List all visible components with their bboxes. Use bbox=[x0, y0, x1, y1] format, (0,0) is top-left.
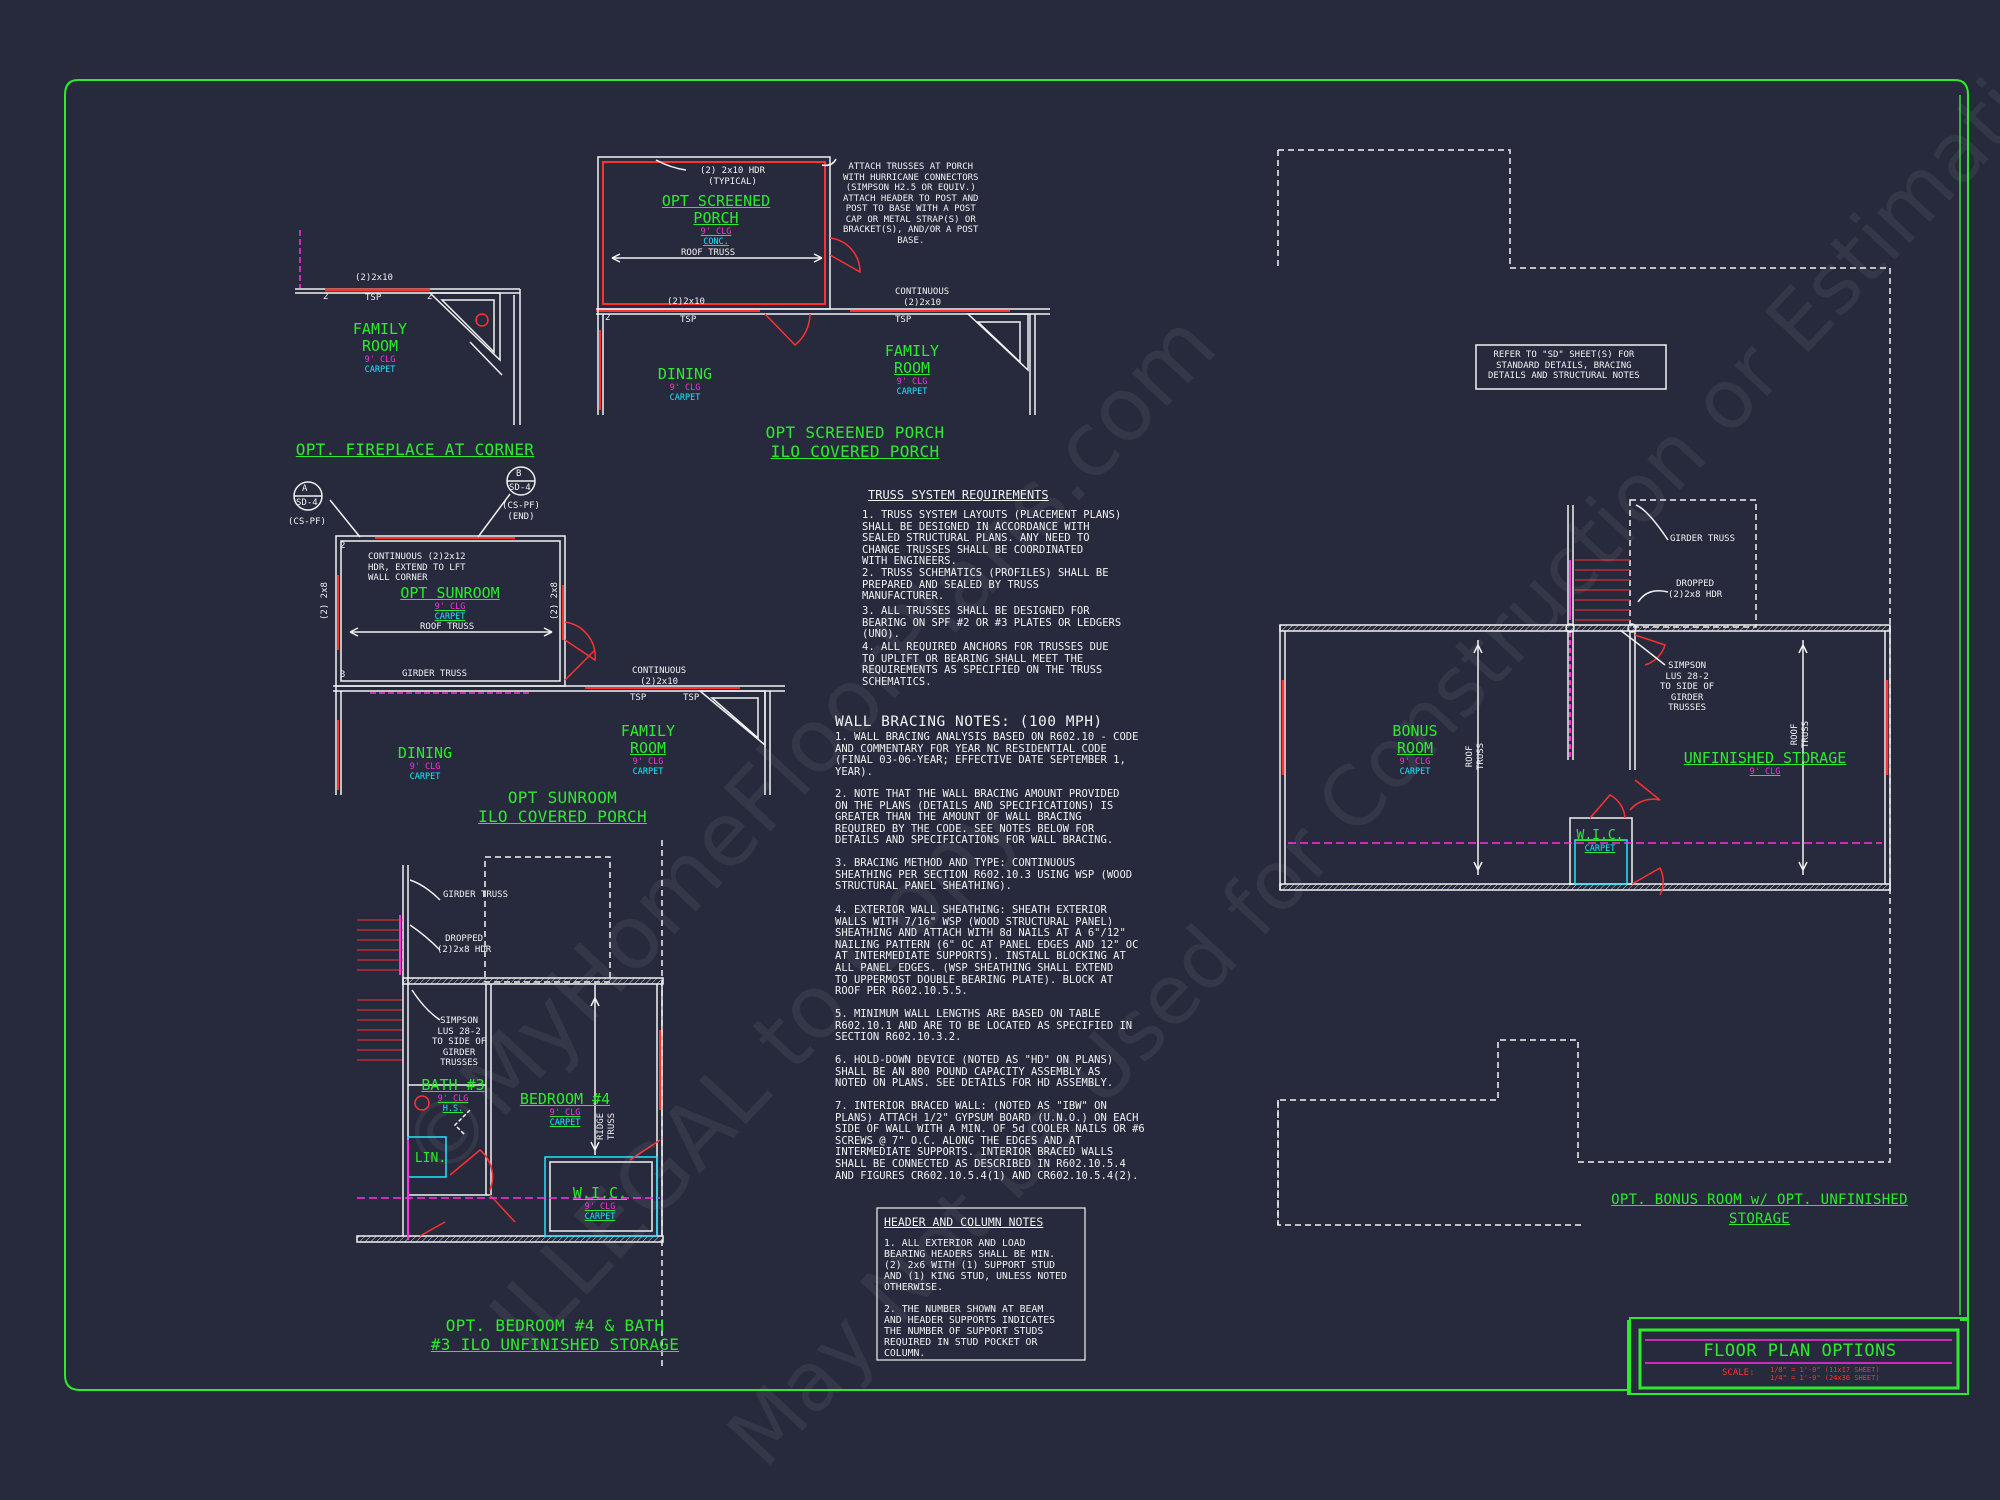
sunroom-side-right: (2) 2x8 bbox=[550, 582, 560, 620]
sunroom-tag-a-letter: A bbox=[302, 484, 308, 494]
sheet-border bbox=[64, 79, 1969, 1395]
sunroom-tag-a-sub: (CS-PF) bbox=[288, 517, 326, 527]
sunroom-caption: OPT SUNROOM ILO COVERED PORCH bbox=[478, 788, 647, 826]
sunroom-tag-b-ref: SD-4 bbox=[509, 483, 531, 493]
wall-notes-5: 5. MINIMUM WALL LENGTHS ARE BASED ON TAB… bbox=[835, 1008, 1133, 1044]
header-notes-title: HEADER AND COLUMN NOTES bbox=[884, 1215, 1044, 1229]
fireplace-caption: OPT. FIREPLACE AT CORNER bbox=[295, 440, 535, 459]
fireplace-stud-count-2: 2 bbox=[427, 292, 433, 302]
wall-notes-4: 4. EXTERIOR WALL SHEATHING: SHEATH EXTER… bbox=[835, 904, 1139, 998]
bonus-plan bbox=[1277, 149, 1891, 1226]
bedroom-4-label: BEDROOM #4 9' CLG CARPET bbox=[519, 1090, 611, 1129]
wall-notes-7: 7. INTERIOR BRACED WALL: (NOTED AS "IBW"… bbox=[835, 1100, 1145, 1182]
sunroom-plan bbox=[293, 466, 785, 795]
fireplace-stud-count-1: 2 bbox=[323, 292, 329, 302]
wall-notes-title: WALL BRACING NOTES: (100 MPH) bbox=[835, 714, 1103, 730]
sunroom-tag-b-sub: (CS-PF) (END) bbox=[502, 501, 540, 522]
title-block-title: FLOOR PLAN OPTIONS bbox=[1703, 1341, 1897, 1361]
bedroom-ridge-truss: RIDGE TRUSS bbox=[596, 1112, 617, 1140]
wall-notes-2: 2. NOTE THAT THE WALL BRACING AMOUNT PRO… bbox=[835, 788, 1120, 847]
screened-dining-label: DINING 9' CLG CARPET bbox=[657, 365, 713, 404]
bedroom-girder-truss: GIRDER TRUSS bbox=[443, 890, 509, 900]
truss-notes-3: 3. ALL TRUSSES SHALL BE DESIGNED FOR BEA… bbox=[862, 605, 1122, 641]
bonus-roof-truss: ROOF TRUSS bbox=[1465, 742, 1486, 770]
wall-notes-1: 1. WALL BRACING ANALYSIS BASED ON R602.1… bbox=[835, 731, 1139, 778]
sunroom-continuous-2: CONTINUOUS (2)2x10 bbox=[632, 666, 687, 687]
fireplace-tsp: TSP bbox=[365, 293, 382, 303]
title-block-scale-values: 1/8" = 1'-0" (11x17 SHEET) 1/4" = 1'-0" … bbox=[1770, 1366, 1880, 1382]
screened-continuous-note: CONTINUOUS (2)2x10 bbox=[895, 287, 950, 308]
screened-roof-truss: ROOF TRUSS bbox=[681, 248, 736, 258]
screened-stud-count: 2 bbox=[605, 313, 611, 323]
bedroom-wic-label: W.I.C. 9' CLG CARPET bbox=[572, 1184, 628, 1223]
sunroom-dining-label: DINING 9' CLG CARPET bbox=[397, 744, 453, 783]
screened-header-2: (2)2x10 bbox=[667, 297, 705, 307]
linen-label: LIN. bbox=[414, 1151, 447, 1166]
screened-tsp-2: TSP bbox=[895, 315, 912, 325]
truss-notes-2: 2. TRUSS SCHEMATICS (PROFILES) SHALL BE … bbox=[862, 567, 1109, 603]
sunroom-tag-a-ref: SD-4 bbox=[296, 498, 318, 508]
bonus-wic-label: W.I.C. CARPET bbox=[1576, 828, 1624, 854]
bonus-caption: OPT. BONUS ROOM w/ OPT. UNFINISHED STORA… bbox=[1611, 1192, 1908, 1227]
sunroom-tsp: TSP bbox=[630, 693, 647, 703]
title-block-scale-label: SCALE: bbox=[1722, 1368, 1755, 1378]
title-block-frame bbox=[1629, 1317, 1969, 1395]
screened-attach-note: ATTACH TRUSSES AT PORCH WITH HURRICANE C… bbox=[843, 162, 979, 246]
header-notes-frame bbox=[876, 1207, 1086, 1361]
bath-3-label: BATH #3 9' CLG H.S. bbox=[421, 1076, 485, 1115]
screened-header-note: (2) 2x10 HDR (TYPICAL) bbox=[700, 166, 766, 187]
sunroom-continuous-note: CONTINUOUS (2)2x12 HDR, EXTEND TO LFT WA… bbox=[368, 552, 466, 583]
bedroom-dropped-header: DROPPED (2)2x8 HDR bbox=[437, 934, 492, 955]
bedroom-simpson-note: SIMPSON LUS 28-2 TO SIDE OF GIRDER TRUSS… bbox=[432, 1016, 487, 1068]
screened-porch-plan bbox=[596, 156, 1050, 415]
unfinished-storage-label: UNFINISHED STORAGE 9' CLG bbox=[1683, 749, 1847, 778]
sunroom-tag-b-letter: B bbox=[516, 469, 522, 479]
bonus-simpson-note: SIMPSON LUS 28-2 TO SIDE OF GIRDER TRUSS… bbox=[1660, 661, 1715, 713]
bedroom-caption: OPT. BEDROOM #4 & BATH #3 ILO UNFINISHED… bbox=[430, 1316, 680, 1354]
bonus-girder-truss: GIRDER TRUSS bbox=[1670, 534, 1736, 544]
sunroom-tsp-2: TSP bbox=[683, 693, 700, 703]
bedroom-plan bbox=[356, 840, 664, 1370]
header-notes-1: 1. ALL EXTERIOR AND LOAD BEARING HEADERS… bbox=[884, 1238, 1067, 1293]
wall-notes-3: 3. BRACING METHOD AND TYPE: CONTINUOUS S… bbox=[835, 857, 1133, 893]
truss-notes-4: 4. ALL REQUIRED ANCHORS FOR TRUSSES DUE … bbox=[862, 641, 1109, 688]
sunroom-room-label: OPT SUNROOM 9' CLG CARPET bbox=[400, 584, 500, 623]
screened-tsp: TSP bbox=[680, 315, 697, 325]
storage-roof-truss: ROOF TRUSS bbox=[1790, 720, 1811, 748]
sunroom-stud-count-3: 3 bbox=[340, 670, 346, 680]
wall-notes-6: 6. HOLD-DOWN DEVICE (NOTED AS "HD" ON PL… bbox=[835, 1054, 1114, 1090]
bonus-dropped-header: DROPPED (2)2x8 HDR bbox=[1668, 579, 1723, 600]
sunroom-roof-truss: ROOF TRUSS bbox=[420, 622, 475, 632]
truss-notes-1: 1. TRUSS SYSTEM LAYOUTS (PLACEMENT PLANS… bbox=[862, 509, 1122, 568]
screened-caption: OPT SCREENED PORCH ILO COVERED PORCH bbox=[765, 423, 945, 461]
bonus-refer-note: REFER TO "SD" SHEET(S) FOR STANDARD DETA… bbox=[1488, 350, 1640, 381]
fireplace-header: (2)2x10 bbox=[355, 273, 393, 283]
header-notes-2: 2. THE NUMBER SHOWN AT BEAM AND HEADER S… bbox=[884, 1304, 1056, 1359]
fireplace-plan bbox=[295, 230, 521, 425]
truss-notes-title: TRUSS SYSTEM REQUIREMENTS bbox=[868, 488, 1049, 502]
sunroom-stud-count: 2 bbox=[340, 541, 346, 551]
sunroom-side-left: (2) 2x8 bbox=[320, 582, 330, 620]
sunroom-girder-truss: GIRDER TRUSS bbox=[402, 669, 468, 679]
